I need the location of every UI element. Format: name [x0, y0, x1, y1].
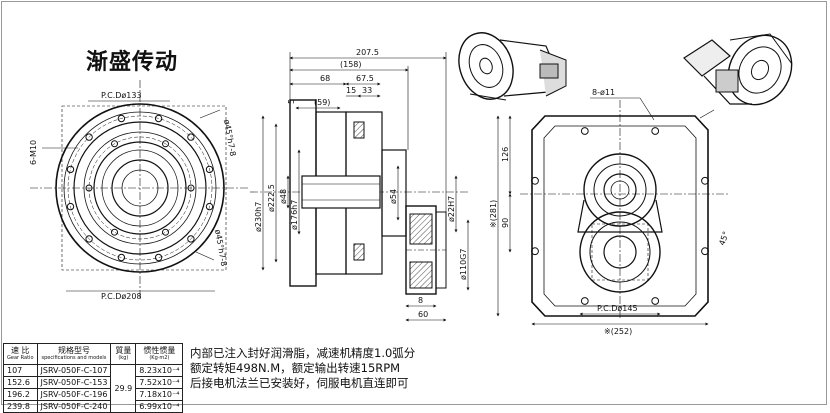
cell-inertia: 6.99x10⁻⁴	[135, 400, 184, 413]
dim-5: 5	[287, 99, 296, 104]
dim-8: 8	[418, 296, 423, 305]
bolt-hole	[187, 184, 195, 192]
page-title: 渐盛传动	[86, 50, 179, 75]
bolt-hole	[85, 133, 93, 141]
cell-model: JSRV-050F-C-196	[36, 388, 112, 401]
dim-60: 60	[418, 310, 428, 319]
end-view	[520, 100, 730, 320]
note-line: 后接电机法兰已安装好，伺服电机直连即可	[190, 376, 409, 390]
dim-8-11: 8-ø11	[592, 88, 615, 97]
bolt-hole	[531, 176, 539, 185]
bolt-hole	[205, 165, 214, 174]
dim-68: 68	[320, 74, 330, 83]
cell-inertia: 7.52x10⁻⁴	[135, 376, 184, 389]
table-row: 239.8 JSRV-050F-C-240 6.99x10⁻⁴	[3, 400, 184, 413]
bolt-hole	[580, 127, 589, 135]
front-view	[30, 80, 250, 300]
cell-ratio: 152.6	[3, 376, 38, 389]
bolt-hole	[531, 247, 539, 256]
bolt-hole	[154, 114, 163, 123]
bolt-hole	[651, 127, 660, 135]
note-line: 额定转矩498N.M，额定输出转速15RPM	[190, 361, 401, 375]
dim-22: ø22H7	[447, 196, 456, 222]
m10-label: 6-M10	[29, 140, 38, 165]
table-row: 152.6 JSRV-050F-C-153 7.52x10⁻⁴	[3, 376, 184, 389]
dim-158: (158)	[340, 60, 362, 69]
bolt-hole	[117, 114, 126, 123]
cell-ratio: 107	[3, 364, 38, 377]
bolt-hole	[205, 202, 214, 211]
dim-230: ø230h7	[254, 202, 263, 232]
notes-block: 内部已注入封好润滑脂，减速机精度1.0弧分 额定转矩498N.M，额定输出转速1…	[190, 346, 415, 391]
iso-render-2	[683, 33, 793, 106]
header-mass: 質量(kg)	[110, 343, 137, 365]
iso-render-1	[458, 32, 567, 101]
bolt-hole	[580, 297, 589, 305]
pcd208-label: P.C.Dø208	[101, 292, 142, 301]
note-line: 内部已注入封好润滑脂，减速机精度1.0弧分	[190, 346, 416, 360]
cell-model: JSRV-050F-C-107	[36, 364, 112, 377]
bolt-hole	[85, 235, 93, 243]
dim-252: ※(252)	[604, 327, 632, 336]
cell-ratio: 239.8	[3, 400, 38, 413]
bolt-hole	[66, 165, 75, 174]
header-inertia: 惯性惯量(Kg·m2)	[135, 343, 184, 365]
drawing-frame	[1, 1, 827, 405]
bolt-hole	[111, 228, 118, 236]
section-view	[250, 99, 470, 295]
dim-222-5: ø222.5	[267, 184, 276, 212]
dim-45deg: 45°	[717, 230, 730, 246]
dim-59: (59)	[314, 98, 330, 107]
cell-ratio: 196.2	[3, 388, 38, 401]
dim-207-5: 207.5	[356, 48, 379, 57]
bolt-hole	[154, 253, 163, 262]
dim-54: ø54	[389, 189, 398, 204]
dim-126: 126	[501, 147, 510, 162]
dim-176: ø176h7	[290, 200, 299, 230]
hole45-label-top: ø45°h7-8	[222, 119, 237, 157]
cell-inertia: 7.18x10⁻⁴	[135, 388, 184, 401]
bolt-hole	[187, 133, 195, 141]
pcd133-label: P.C.Dø133	[101, 91, 142, 100]
dim-33: 33	[362, 86, 372, 95]
cell-model: JSRV-050F-C-153	[36, 376, 112, 389]
bolt-hole	[117, 253, 126, 262]
cell-model: JSRV-050F-C-240	[36, 400, 112, 413]
dim-15: 15	[346, 86, 356, 95]
dim-90: 90	[501, 218, 510, 228]
bolt-hole	[85, 184, 93, 192]
cell-inertia: 8.23x10⁻⁴	[135, 364, 184, 377]
table-row: 107 JSRV-050F-C-107 29.9 8.23x10⁻⁴	[3, 364, 184, 413]
bolt-hole	[187, 235, 195, 243]
bolt-hole	[66, 202, 75, 211]
table-row: 196.2 JSRV-050F-C-196 7.18x10⁻⁴	[3, 388, 184, 401]
dim-67-5: 67.5	[356, 74, 374, 83]
bolt-hole	[111, 140, 118, 148]
pcd145-label: P.C.Dø145	[597, 304, 638, 313]
bolt-hole	[701, 247, 709, 256]
cell-mass: 29.9	[110, 364, 137, 413]
dim-281: ※(281)	[489, 200, 498, 228]
bolt-hole	[651, 297, 660, 305]
bolt-hole	[162, 140, 169, 148]
bolt-hole	[162, 228, 169, 236]
dim-48: ø48	[279, 189, 288, 204]
dim-110: ø110G7	[459, 249, 468, 280]
bolt-hole	[701, 176, 709, 185]
